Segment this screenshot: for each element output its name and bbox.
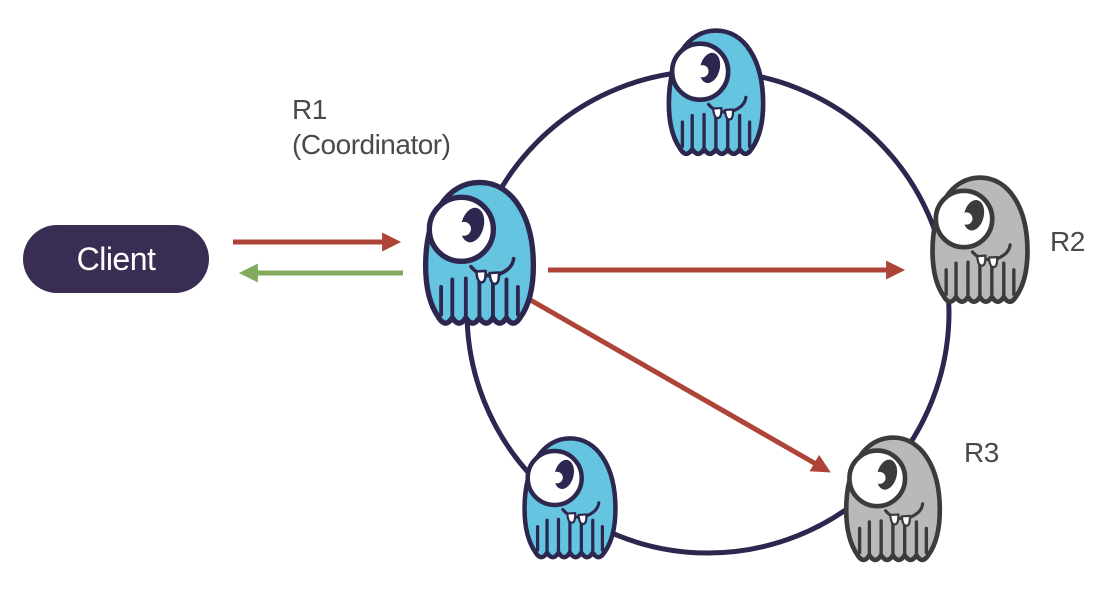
monster-icon-r3 (846, 437, 940, 560)
r1-coordinator-label: R1 (Coordinator) (292, 92, 451, 162)
monster-icon-replica-top (668, 30, 764, 154)
client-label: Client (76, 240, 156, 277)
client-node: Client (23, 225, 209, 293)
r3-label: R3 (964, 437, 999, 468)
r2-label: R2 (1050, 226, 1085, 257)
monster-icon-r2 (932, 177, 1028, 302)
arrow-r1-to-r3 (518, 291, 831, 473)
monster-icon-r1-coordinator (425, 182, 534, 324)
r1-label-line2: (Coordinator) (292, 129, 451, 160)
r1-label-line1: R1 (292, 94, 327, 125)
monster-icon-replica-bottom-left (524, 438, 616, 558)
